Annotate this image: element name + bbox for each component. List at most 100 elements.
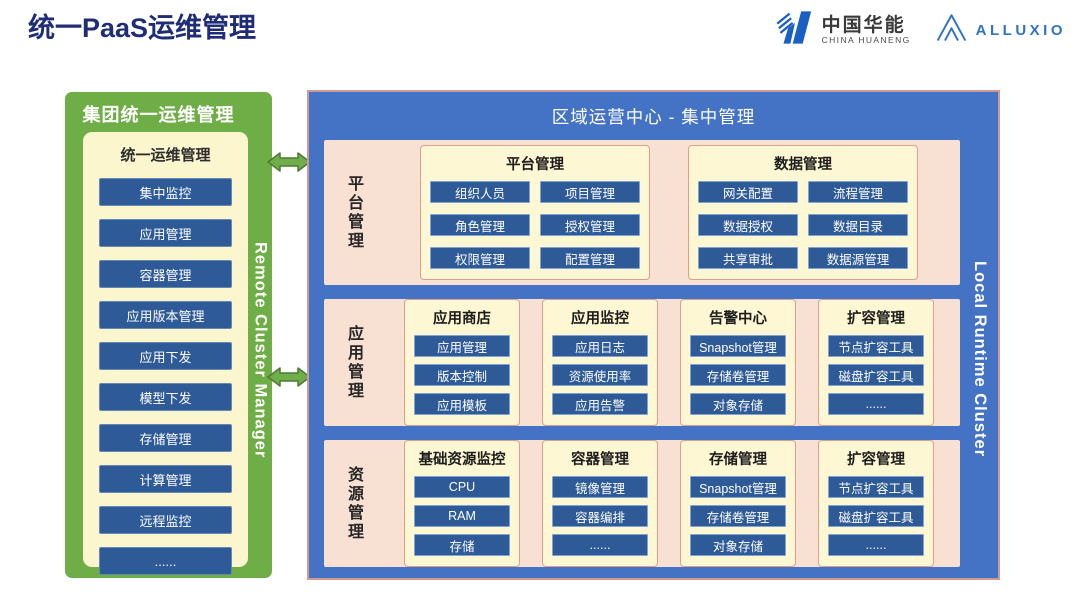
module-button: 存储卷管理: [690, 505, 786, 527]
group-box: 应用监控应用日志资源使用率应用告警: [542, 299, 658, 426]
group-buttons: Snapshot管理存储卷管理对象存储: [690, 476, 786, 556]
left-menu-button: ......: [99, 547, 232, 575]
group-buttons: 应用日志资源使用率应用告警: [552, 335, 648, 415]
module-button: 节点扩容工具: [828, 476, 924, 498]
module-button: 容器编排: [552, 505, 648, 527]
group-title: 平台管理: [506, 157, 564, 173]
module-button: 数据源管理: [808, 247, 908, 269]
group-box: 数据管理网关配置流程管理数据授权数据目录共享审批数据源管理: [688, 145, 918, 280]
huaneng-h-icon: [775, 10, 815, 50]
group-title: 应用监控: [571, 311, 629, 327]
group-buttons: Snapshot管理存储卷管理对象存储: [690, 335, 786, 415]
module-button: 版本控制: [414, 364, 510, 386]
module-button: 数据授权: [698, 214, 798, 236]
left-menu-button: 容器管理: [99, 260, 232, 288]
row-label: 资源管理: [345, 465, 362, 542]
module-button: 配置管理: [540, 247, 640, 269]
group-box: 容器管理镜像管理容器编排......: [542, 440, 658, 567]
module-button: ......: [552, 534, 648, 556]
local-runtime-cluster-label: Local Runtime Cluster: [971, 260, 989, 458]
group-box: 扩容管理节点扩容工具磁盘扩容工具......: [818, 299, 934, 426]
module-button: 数据目录: [808, 214, 908, 236]
management-row: 平台管理平台管理组织人员项目管理角色管理授权管理权限管理配置管理数据管理网关配置…: [324, 140, 960, 285]
group-buttons: 节点扩容工具磁盘扩容工具......: [828, 335, 924, 415]
module-button: 权限管理: [430, 247, 530, 269]
group-title: 存储管理: [709, 452, 767, 468]
module-button: 应用告警: [552, 393, 648, 415]
header-logos: 中国华能 CHINA HUANENG ALLUXIO: [775, 10, 1066, 50]
group-title: 数据管理: [774, 157, 832, 173]
rows-container: 平台管理平台管理组织人员项目管理角色管理授权管理权限管理配置管理数据管理网关配置…: [324, 140, 960, 567]
huaneng-subtitle: CHINA HUANENG: [821, 34, 911, 45]
sync-arrow-icon: [266, 150, 312, 174]
left-panel-buttons: 集中监控应用管理容器管理应用版本管理应用下发模型下发存储管理计算管理远程监控..…: [99, 178, 232, 575]
group-title: 基础资源监控: [418, 452, 506, 468]
module-button: 存储: [414, 534, 510, 556]
row-label: 平台管理: [345, 174, 362, 251]
page-title: 统一PaaS运维管理: [28, 13, 257, 43]
huaneng-name: 中国华能: [821, 14, 906, 36]
left-menu-button: 应用版本管理: [99, 301, 232, 329]
sync-arrow-icon: [266, 365, 312, 389]
regional-center-title: 区域运营中心 - 集中管理: [551, 106, 756, 127]
module-button: 应用日志: [552, 335, 648, 357]
module-button: 授权管理: [540, 214, 640, 236]
group-box: 存储管理 Snapshot管理存储卷管理对象存储: [680, 440, 796, 567]
module-button: 磁盘扩容工具: [828, 364, 924, 386]
row-groups: 平台管理组织人员项目管理角色管理授权管理权限管理配置管理数据管理网关配置流程管理…: [382, 140, 960, 285]
group-title: 容器管理: [571, 452, 629, 468]
remote-cluster-manager-label: Remote Cluster Manager: [251, 241, 270, 459]
unified-ops-box: 统一运维管理 集中监控应用管理容器管理应用版本管理应用下发模型下发存储管理计算管…: [83, 132, 248, 575]
group-ops-panel: 集团统一运维管理 统一运维管理 集中监控应用管理容器管理应用版本管理应用下发模型…: [65, 92, 272, 578]
regional-center-panel: 区域运营中心 - 集中管理 平台管理平台管理组织人员项目管理角色管理授权管理权限…: [307, 90, 1000, 580]
group-title: 应用商店: [433, 311, 491, 327]
group-box: 平台管理组织人员项目管理角色管理授权管理权限管理配置管理: [420, 145, 650, 280]
module-button: 镜像管理: [552, 476, 648, 498]
module-button: 磁盘扩容工具: [828, 505, 924, 527]
group-title: 扩容管理: [847, 452, 905, 468]
left-menu-button: 计算管理: [99, 465, 232, 493]
module-button: ......: [828, 393, 924, 415]
group-box: 告警中心 Snapshot管理存储卷管理对象存储: [680, 299, 796, 426]
unified-ops-box-title: 统一运维管理: [120, 147, 211, 164]
group-buttons: 组织人员项目管理角色管理授权管理权限管理配置管理: [430, 181, 640, 269]
alluxio-triangle-icon: [935, 12, 968, 48]
module-button: 组织人员: [430, 181, 530, 203]
group-buttons: 镜像管理容器编排......: [552, 476, 648, 556]
alluxio-name: ALLUXIO: [975, 21, 1066, 39]
module-button: 网关配置: [698, 181, 798, 203]
huaneng-logo-text: 中国华能 CHINA HUANENG: [821, 14, 911, 45]
group-buttons: 网关配置流程管理数据授权数据目录共享审批数据源管理: [698, 181, 908, 269]
module-button: Snapshot管理: [690, 476, 786, 498]
row-label: 应用管理: [345, 324, 362, 401]
group-title: 告警中心: [709, 311, 767, 327]
left-menu-button: 存储管理: [99, 424, 232, 452]
module-button: 对象存储: [690, 393, 786, 415]
module-button: 应用管理: [414, 335, 510, 357]
module-button: RAM: [414, 505, 510, 527]
module-button: 角色管理: [430, 214, 530, 236]
left-menu-button: 集中监控: [99, 178, 232, 206]
group-buttons: 应用管理版本控制应用模板: [414, 335, 510, 415]
alluxio-logo: ALLUXIO: [935, 12, 1066, 48]
left-menu-button: 应用下发: [99, 342, 232, 370]
module-button: 资源使用率: [552, 364, 648, 386]
huaneng-logo: 中国华能 CHINA HUANENG: [775, 10, 911, 50]
module-button: 共享审批: [698, 247, 798, 269]
left-menu-button: 模型下发: [99, 383, 232, 411]
group-ops-panel-title: 集团统一运维管理: [82, 105, 235, 125]
group-box: 应用商店应用管理版本控制应用模板: [404, 299, 520, 426]
module-button: 流程管理: [808, 181, 908, 203]
module-button: 存储卷管理: [690, 364, 786, 386]
module-button: 节点扩容工具: [828, 335, 924, 357]
module-button: Snapshot管理: [690, 335, 786, 357]
left-menu-button: 远程监控: [99, 506, 232, 534]
module-button: ......: [828, 534, 924, 556]
module-button: 应用模板: [414, 393, 510, 415]
